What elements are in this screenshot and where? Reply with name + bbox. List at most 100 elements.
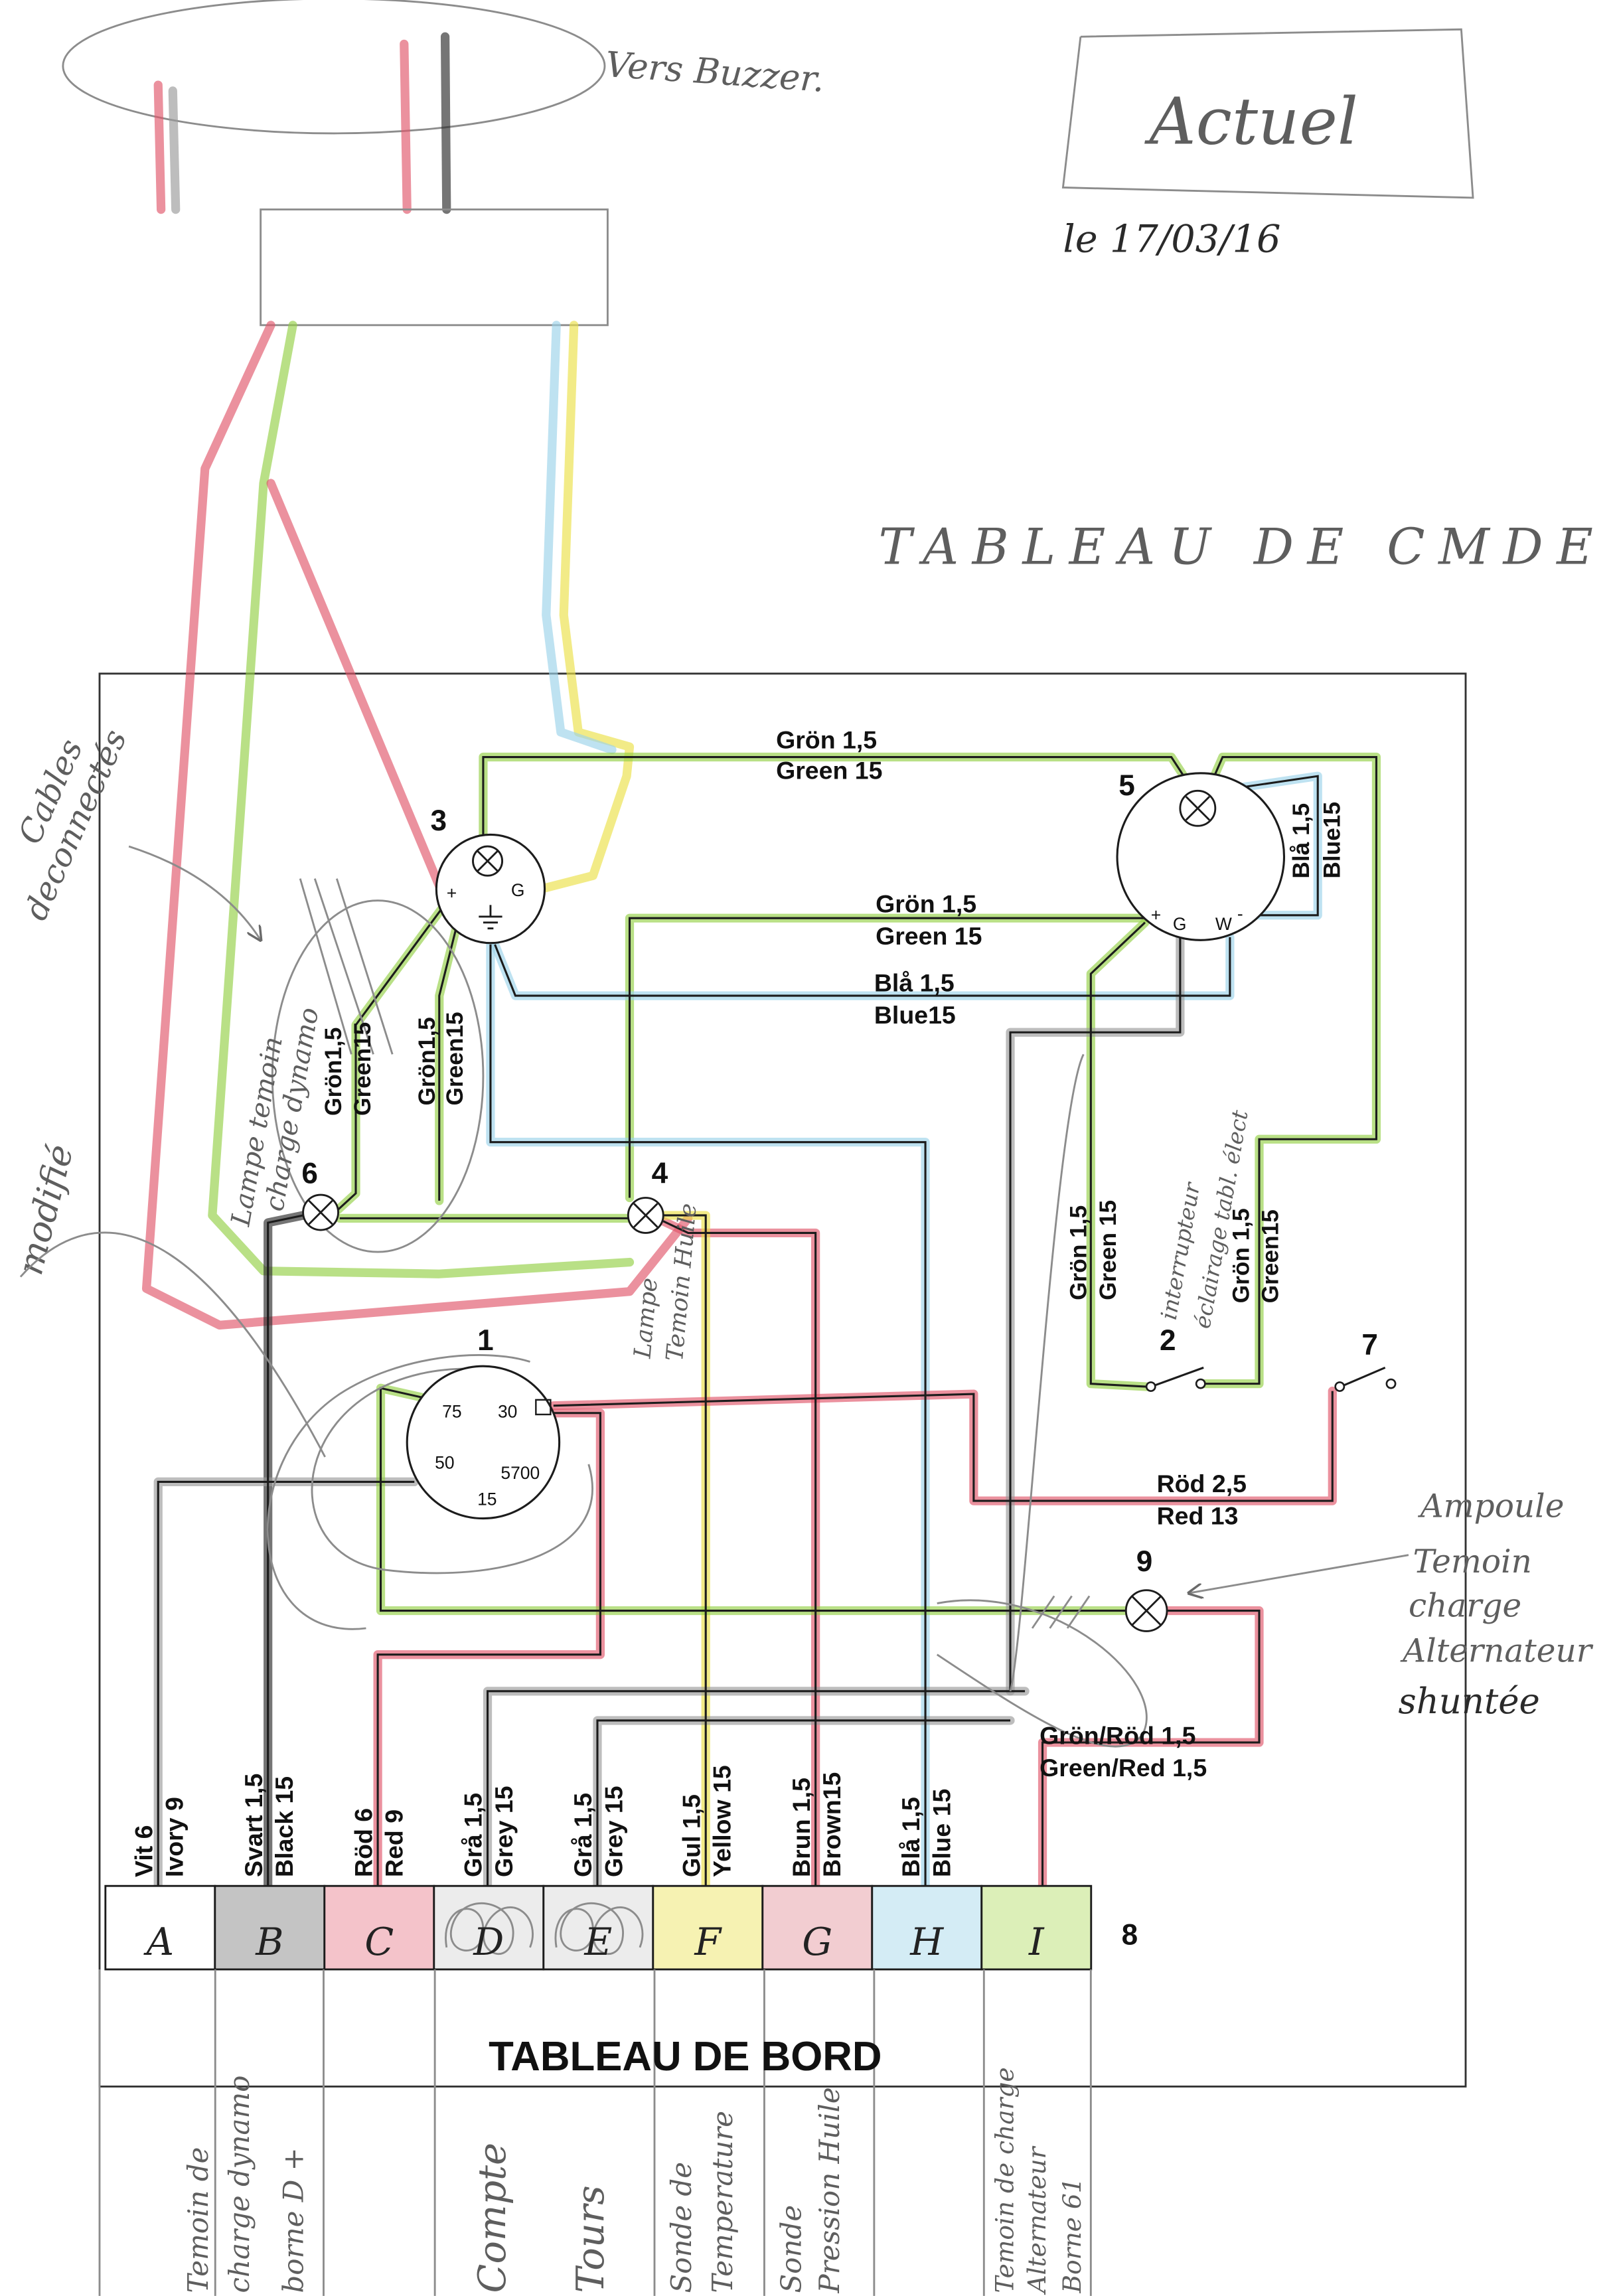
buzzer-wires bbox=[153, 32, 451, 214]
note-lamp9-1: Ampoule bbox=[1418, 1488, 1565, 1525]
wire-label-right-green-b-1: Grön 1,5 bbox=[1229, 1208, 1255, 1303]
status-label: Actuel bbox=[1144, 84, 1358, 159]
note-terminal-b-1: Temoin de bbox=[182, 2147, 214, 2293]
terminal-letter-i: I bbox=[1028, 1920, 1045, 1964]
wire-label-green-red-1: Grön/Röd 1,5 bbox=[1039, 1721, 1195, 1749]
column-label-a-1: Vit 6 bbox=[129, 1825, 157, 1877]
wire-label-left-green-a-1: Grön1,5 bbox=[321, 1028, 346, 1116]
note-terminal-b-2: charge dynamo bbox=[223, 2076, 256, 2293]
note-terminal-e: Tours bbox=[568, 2185, 613, 2293]
note-lamp9-3: charge bbox=[1409, 1587, 1521, 1624]
wire-label-mid-green-1: Grön 1,5 bbox=[876, 889, 976, 917]
terminal-letter-e: E bbox=[583, 1920, 612, 1964]
column-label-f-1: Gul 1,5 bbox=[677, 1794, 705, 1877]
note-terminal-i-2: Alternateur bbox=[1022, 2145, 1051, 2295]
wire-label-right-blue-2: Blue15 bbox=[1319, 802, 1345, 879]
note-terminal-d: Compte bbox=[470, 2143, 514, 2293]
switch-2-icon bbox=[1145, 1366, 1206, 1392]
terminal-letter-b: B bbox=[255, 1920, 283, 1964]
note-lamp9-4: Alternateur bbox=[1400, 1633, 1594, 1670]
column-label-e-1: Grå 1,5 bbox=[569, 1793, 597, 1877]
column-label-g-2: Brown15 bbox=[818, 1772, 846, 1877]
column-label-h-2: Blue 15 bbox=[928, 1789, 956, 1877]
lamp-9-icon bbox=[1124, 1589, 1168, 1632]
connector-block bbox=[260, 208, 609, 327]
gauge-5-w: W bbox=[1215, 914, 1232, 934]
note-terminal-f-1: Sonde de bbox=[665, 2162, 698, 2293]
buzzer-note: Vers Buzzer. bbox=[604, 44, 826, 100]
column-label-c-2: Red 9 bbox=[380, 1809, 408, 1877]
wire-label-right-green-a-2: Green 15 bbox=[1095, 1200, 1121, 1300]
terminal-i bbox=[980, 1884, 1093, 1971]
label-component-2: 2 bbox=[1160, 1324, 1176, 1357]
gauge-3: + G bbox=[435, 833, 546, 945]
gauge-3-plus: + bbox=[447, 883, 457, 903]
switch-1-t5700: 5700 bbox=[500, 1463, 540, 1483]
terminal-letter-f: F bbox=[694, 1920, 722, 1964]
label-component-7: 7 bbox=[1361, 1329, 1378, 1361]
wire-label-top-green-2: Green 15 bbox=[776, 757, 882, 785]
note-terminal-i-1: Temoin de charge bbox=[990, 2067, 1019, 2293]
note-modified-bracket bbox=[19, 1231, 326, 1458]
lamp-6-icon bbox=[302, 1193, 339, 1231]
gauge-5-g: G bbox=[1173, 914, 1187, 934]
date-note: le 17/03/16 bbox=[1063, 217, 1280, 262]
label-component-9: 9 bbox=[1136, 1545, 1153, 1578]
switch-1-t30: 30 bbox=[498, 1401, 517, 1421]
column-label-h-1: Blå 1,5 bbox=[897, 1797, 925, 1877]
note-terminal-g-2: Pression Huile bbox=[813, 2087, 846, 2293]
wire-label-mid-blue-2: Blue15 bbox=[874, 1001, 956, 1029]
wire-label-mid-blue-1: Blå 1,5 bbox=[874, 968, 955, 996]
wire-left-green bbox=[208, 321, 635, 1278]
wire-ink-layer bbox=[157, 756, 1377, 1886]
wire-label-top-green-1: Grön 1,5 bbox=[776, 726, 877, 753]
diagram-frame bbox=[98, 672, 1467, 2088]
column-label-d-2: Grey 15 bbox=[490, 1786, 518, 1877]
note-lamp9-2: Temoin bbox=[1413, 1543, 1532, 1580]
pencil-marks bbox=[266, 878, 1148, 1748]
terminal-letter-a: A bbox=[143, 1920, 174, 1964]
gauge-5-minus: - bbox=[1237, 903, 1243, 923]
status-box bbox=[1061, 28, 1474, 199]
label-component-5: 5 bbox=[1118, 769, 1135, 802]
column-labels: Vit 6 Ivory 9 Svart 1,5 Black 15 Röd 6 R… bbox=[129, 1765, 955, 1877]
panel-title: TABLEAU DE CMDE bbox=[878, 517, 1592, 575]
switch-1-t50: 50 bbox=[435, 1453, 454, 1473]
gauge-3-lamp-icon bbox=[472, 845, 504, 877]
note-cables-arrow bbox=[128, 845, 261, 940]
note-lamp9-5: shuntée bbox=[1399, 1681, 1540, 1722]
terminal-letter-g: G bbox=[802, 1920, 832, 1964]
label-component-8: 8 bbox=[1122, 1918, 1138, 1951]
label-component-6: 6 bbox=[301, 1157, 318, 1189]
label-component-3: 3 bbox=[431, 804, 447, 837]
wire-label-left-green-b-1: Grön1,5 bbox=[414, 1017, 440, 1105]
column-label-e-2: Grey 15 bbox=[599, 1786, 627, 1877]
column-label-a-2: Ivory 9 bbox=[161, 1797, 189, 1877]
wire-disconnected bbox=[266, 479, 444, 891]
column-label-d-1: Grå 1,5 bbox=[459, 1793, 487, 1877]
gauge-5: + G W - bbox=[1116, 772, 1286, 941]
wire-label-right-green-b-2: Green15 bbox=[1258, 1209, 1284, 1303]
wire-label-mid-green-2: Green 15 bbox=[876, 922, 982, 950]
terminal-letter-h: H bbox=[909, 1920, 944, 1964]
note-lamp9-arrow bbox=[1189, 1554, 1409, 1593]
terminal-h bbox=[871, 1884, 983, 1971]
gauge-5-lamp-icon bbox=[1179, 789, 1217, 827]
wire-mid-green bbox=[625, 913, 1150, 1203]
wire-label-left-green-a-2: Green15 bbox=[350, 1022, 376, 1116]
column-label-b-2: Black 15 bbox=[270, 1776, 298, 1877]
gauge-3-g: G bbox=[511, 880, 525, 900]
terminal-b bbox=[214, 1884, 326, 1971]
terminal-letter-d: D bbox=[473, 1920, 504, 1964]
wire-label-right-blue-1: Blå 1,5 bbox=[1288, 803, 1314, 879]
note-terminal-g-1: Sonde bbox=[775, 2205, 808, 2293]
column-label-b-1: Svart 1,5 bbox=[240, 1774, 268, 1877]
wire-label-right-green-a-1: Grön 1,5 bbox=[1066, 1205, 1092, 1300]
column-label-c-1: Röd 6 bbox=[349, 1808, 377, 1877]
switch-1-t15: 15 bbox=[477, 1490, 497, 1509]
ignition-switch-1: 75 30 50 5700 15 bbox=[406, 1365, 561, 1520]
wire-label-red-25-2: Red 13 bbox=[1157, 1501, 1239, 1529]
dashboard-title: TABLEAU DE BORD bbox=[489, 2034, 882, 2080]
terminal-d bbox=[433, 1884, 545, 1971]
